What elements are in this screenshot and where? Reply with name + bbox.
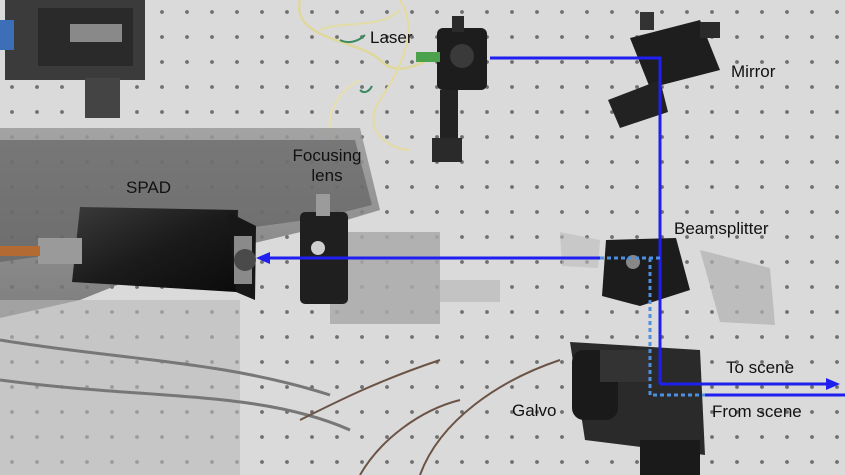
focusing-lens-label-line2: lens <box>311 165 343 185</box>
fiber-cables <box>297 0 446 151</box>
laser-collimator-mount <box>416 16 487 162</box>
beamsplitter-label: Beamsplitter <box>674 219 769 238</box>
galvo-label: Galvo <box>512 401 557 420</box>
laser-label: Laser <box>370 28 413 47</box>
mirror-mount <box>608 12 720 128</box>
mirror-label: Mirror <box>731 62 776 81</box>
focusing-lens-label-line1: Focusing <box>292 146 362 165</box>
beam-paths <box>256 56 845 397</box>
laser-module <box>0 0 145 118</box>
focusing-lens-label: Focusing lens <box>277 146 377 185</box>
lower-left-cables <box>0 300 561 475</box>
from-scene-label: From scene <box>712 402 802 421</box>
to-scene-label: To scene <box>726 358 795 377</box>
galvo-assembly <box>570 342 705 475</box>
spad-detector <box>0 207 256 300</box>
spad-label: SPAD <box>126 178 172 197</box>
